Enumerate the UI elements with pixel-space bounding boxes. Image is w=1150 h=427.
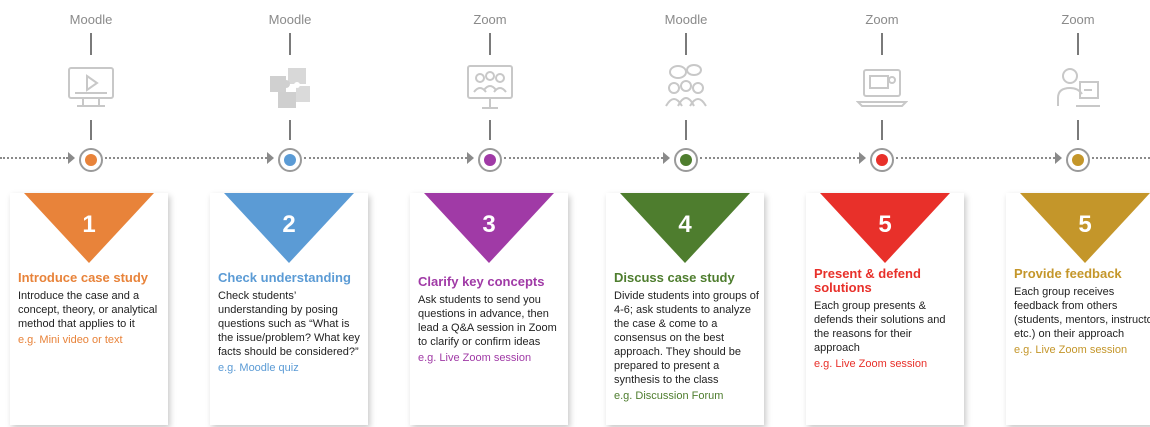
connector-line [90, 120, 92, 140]
timeline-arrowhead [267, 152, 274, 164]
node-dot [1072, 154, 1084, 166]
timeline-arrowhead [1055, 152, 1062, 164]
step-card: 5 Present & defend solutions Each group … [806, 193, 964, 425]
step-example: e.g. Moodle quiz [218, 362, 299, 374]
step-title-text: Discuss case study [614, 270, 735, 285]
timeline-node [278, 148, 302, 172]
step-title: Discuss case study Divide students into … [614, 271, 760, 403]
timeline-connector [896, 157, 1055, 159]
step-title: Check understanding Check students’ unde… [218, 271, 364, 375]
step-triangle [424, 193, 554, 263]
timeline-arrowhead [467, 152, 474, 164]
platform-label: Moodle [268, 12, 312, 27]
connector-line [881, 33, 883, 55]
connector-line [289, 120, 291, 140]
timeline-node [674, 148, 698, 172]
connector-line [1077, 33, 1079, 55]
video-player-icon [65, 62, 117, 114]
timeline-node [1066, 148, 1090, 172]
step-card: 2 Check understanding Check students’ un… [210, 193, 368, 425]
connector-line [881, 120, 883, 140]
connector-line [685, 33, 687, 55]
step-triangle [24, 193, 154, 263]
step-example: e.g. Live Zoom session [814, 358, 928, 370]
step-number: 4 [678, 211, 692, 238]
step-title-text: Clarify key concepts [418, 274, 545, 289]
step-card: 1 Introduce case study Introduce the cas… [10, 193, 168, 425]
puzzle-icon [264, 62, 316, 114]
step-description: Each group receives feedback from others… [1014, 286, 1150, 340]
platform-label: Zoom [1061, 12, 1095, 27]
node-dot [484, 154, 496, 166]
group-discussion-icon [660, 62, 712, 114]
timeline-node [478, 148, 502, 172]
platform-label: Moodle [664, 12, 708, 27]
step-triangle [620, 193, 750, 263]
step-number: 5 [878, 211, 892, 238]
step-triangle [224, 193, 354, 263]
step-card: 3 Clarify key concepts Ask students to s… [410, 193, 568, 425]
step-description: Divide students into groups of 4-6; ask … [614, 290, 759, 386]
workflow-stage: Moodle 2 Check understanding Check stude… [210, 0, 380, 427]
timeline-connector [1092, 157, 1150, 159]
connector-line [489, 120, 491, 140]
timeline-node [870, 148, 894, 172]
step-card: 5 Provide feedback Each group receives f… [1006, 193, 1150, 425]
workflow-stage: Zoom 5 Present & defend solutions Each g… [806, 0, 976, 427]
step-example: e.g. Discussion Forum [614, 390, 724, 402]
timeline-arrowhead [68, 152, 75, 164]
connector-line [489, 33, 491, 55]
step-title-text: Provide feedback [1014, 266, 1122, 281]
step-example: e.g. Live Zoom session [1014, 344, 1128, 356]
timeline-connector [504, 157, 663, 159]
presenter-icon [1052, 62, 1104, 114]
step-triangle [820, 193, 950, 263]
node-dot [876, 154, 888, 166]
workflow-stage: Zoom 5 Provide feedback Each group recei… [1006, 0, 1150, 427]
connector-line [685, 120, 687, 140]
step-number: 1 [82, 211, 96, 238]
timeline-arrowhead [663, 152, 670, 164]
timeline-arrowhead [859, 152, 866, 164]
step-description: Ask students to send you questions in ad… [418, 294, 557, 348]
step-number: 5 [1078, 211, 1092, 238]
step-example: e.g. Mini video or text [18, 334, 123, 346]
step-description: Each group presents & defends their solu… [814, 300, 946, 354]
step-description: Check students’ understanding by posing … [218, 290, 360, 358]
laptop-presentation-icon [855, 62, 909, 114]
connector-line [90, 33, 92, 55]
step-example: e.g. Live Zoom session [418, 352, 532, 364]
step-title: Introduce case study Introduce the case … [18, 271, 164, 347]
node-dot [85, 154, 97, 166]
timeline-connector [0, 157, 68, 159]
step-title-text: Present & defend solutions [814, 266, 921, 295]
step-title: Clarify key concepts Ask students to sen… [418, 275, 564, 365]
node-dot [680, 154, 692, 166]
workflow-stage: Moodle 4 Discuss case study Divide stude… [606, 0, 776, 427]
step-title: Present & defend solutions Each group pr… [814, 267, 960, 371]
video-conference-icon [464, 62, 516, 114]
step-card: 4 Discuss case study Divide students int… [606, 193, 764, 425]
step-description: Introduce the case and a concept, theory… [18, 290, 158, 330]
step-triangle [1020, 193, 1150, 263]
step-title: Provide feedback Each group receives fee… [1014, 267, 1150, 357]
step-number: 3 [482, 211, 496, 238]
step-number: 2 [282, 211, 296, 238]
timeline-connector [105, 157, 267, 159]
connector-line [1077, 120, 1079, 140]
platform-label: Zoom [865, 12, 899, 27]
timeline-connector [700, 157, 859, 159]
timeline-connector [304, 157, 467, 159]
step-title-text: Introduce case study [18, 270, 149, 285]
platform-label: Zoom [473, 12, 507, 27]
step-title-text: Check understanding [218, 270, 351, 285]
platform-label: Moodle [69, 12, 113, 27]
node-dot [284, 154, 296, 166]
workflow-stage: Zoom 3 Clarify key concepts Ask students… [410, 0, 580, 427]
timeline-node [79, 148, 103, 172]
workflow-stage: Moodle 1 Introduce case study Introduce … [10, 0, 180, 427]
connector-line [289, 33, 291, 55]
